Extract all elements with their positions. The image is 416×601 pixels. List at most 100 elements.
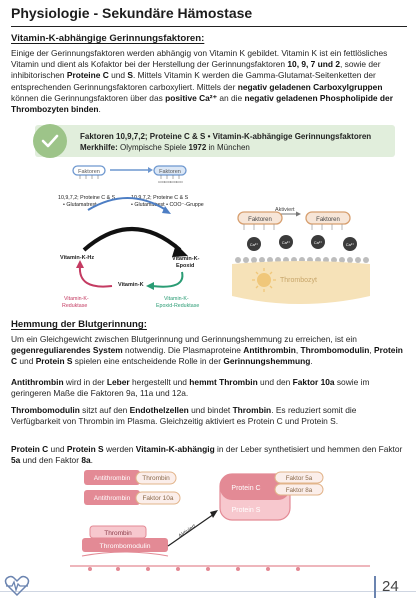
text-run: positive Ca²⁺ [165,92,218,103]
svg-text:Antithrombin: Antithrombin [94,495,131,502]
thrombocyte-label: Thrombozyt [280,277,317,284]
text-run: und den Faktor [20,455,82,466]
paragraph-protein-c-s: Protein C und Protein S werden Vitamin-K… [11,444,404,466]
svg-text:Protein S: Protein S [232,507,261,514]
svg-text:Thrombin: Thrombin [104,530,132,537]
svg-text:COO: COO [170,180,178,184]
svg-text:COO: COO [158,180,166,184]
svg-text:Thrombomodulin: Thrombomodulin [100,543,151,550]
right-label-2: • Glutamatrest • COO⁻-Gruppe [131,202,204,208]
text-run: Antithrombin [11,377,64,387]
svg-text:Faktor 8a: Faktor 8a [286,487,313,494]
text-run: und [48,444,67,454]
vitamin-k-epoxid-label: Vitamin-K- [172,256,200,262]
vitamin-k-hz-label: Vitamin-K-Hz [60,255,94,261]
green-arrow [151,271,184,288]
inhibitors-diagram: Antithrombin Thrombin Antithrombin Fakto… [70,470,370,571]
sun-icon [252,268,276,292]
text-run: hergestellt und [129,377,190,387]
svg-text:Protein C: Protein C [231,485,260,492]
text-run: . Es reduziert somit die Verfügbarkeit v… [11,405,357,427]
text-run: negativ geladenen Carboxylgruppen [237,81,383,92]
text-run: und [17,356,36,367]
text-run: 10, 9, 7 und 2 [287,59,340,70]
heartbeat-icon [4,575,30,597]
red-arrow [78,265,113,288]
text-run: und den [257,377,293,387]
text-run: notwendig. Die Plasmaproteine [122,345,244,356]
page-title: Physiologie - Sekundäre Hämostase [11,5,407,27]
mnemonic-box [35,125,395,157]
svg-text:Epoxid-Reduktase: Epoxid-Reduktase [156,303,199,309]
svg-text:Ca²⁺: Ca²⁺ [282,240,291,245]
activation-arrow [167,513,215,547]
text-run: Thrombomodulin [300,345,370,356]
section-heading-vitamin-k: Vitamin-K-abhängige Gerinnungsfaktoren: [11,33,205,44]
svg-text:Faktor 5a: Faktor 5a [286,475,313,482]
black-arc-arrow [82,227,182,252]
epoxid-reductase-label: Vitamin-K- [164,296,189,302]
text-run: Endothelzellen [129,405,189,415]
text-run: negativ geladenen Phospholipide der Thro… [11,92,393,115]
text-run: Antithrombin [243,345,296,356]
antithrombin-faktor10a-complex: Antithrombin Faktor 10a [84,490,181,505]
svg-text:Thrombin: Thrombin [142,475,170,482]
text-run: . [90,455,93,466]
text-run: S [127,70,133,81]
text-run: sowie im geringeren Maße die Faktoren 9a… [11,377,370,399]
text-run: Proteine C [66,70,109,81]
section-heading-inhibition: Hemmung der Blutgerinnung: [11,319,147,330]
factor-right-shape: Faktoren [305,211,351,225]
svg-text:Reduktase: Reduktase [62,303,87,309]
text-run: Protein C [11,444,49,454]
text-run: Protein S [35,356,73,367]
svg-text:COO: COO [176,180,184,184]
right-label: 10,9,7,2; Proteine C & S [131,195,189,201]
text-run: 8a [81,455,91,466]
factor-precursor: Faktoren [72,165,106,179]
text-run: Leber [106,377,130,387]
left-label-2: • Glutamatrest [63,202,97,208]
calcium-ions: Ca²⁺ Ca²⁺ Ca²⁺ Ca²⁺ [247,235,357,251]
text-run: spielen eine entscheidende Rolle in der [72,356,224,367]
text-run: Vitamin-K-abhängig [135,444,215,454]
text-run: wird in der [63,377,107,387]
blue-arc-arrow [87,197,167,211]
checkmark-icon [33,124,67,158]
antithrombin-thrombin-complex: Antithrombin Thrombin [84,470,177,485]
text-run: an die [217,92,245,103]
footer-accent-bar [374,576,376,598]
paragraph-antithrombin: Antithrombin wird in der Leber hergestel… [11,377,404,399]
paragraph-balance: Um ein Gleichgewicht zwischen Blutgerinn… [11,334,404,368]
text-run: , sowie der inhibitorischen [11,59,381,81]
svg-text:Faktoren: Faktoren [248,217,272,223]
svg-text:Ca²⁺: Ca²⁺ [250,242,259,247]
svg-text:Ca²⁺: Ca²⁺ [314,240,323,245]
factor-left-shape: Faktoren [237,211,283,225]
svg-text:Faktoren: Faktoren [316,217,340,223]
thrombocyte-shape [232,261,370,304]
text-run: werden [103,444,136,454]
svg-text:COO: COO [164,180,172,184]
text-run: können die Gerinnungsfaktoren über das [11,92,166,103]
thrombomodulin-block: Thrombin Thrombomodulin [81,525,169,557]
mnemonic-hint: Merkhilfe: Olympische Spiele 1972 in Mün… [80,143,250,152]
text-run: Thrombin [232,405,272,415]
text-run: . [98,104,101,115]
text-run: in der Leber synthetisiert und hemmen de… [214,444,403,454]
phospholipid-layer [235,257,369,263]
protein-c-s-block: Protein C Protein S Faktor 5a Faktor 8a [219,471,324,521]
text-run: Protein C [11,345,403,367]
text-run: Gerinnungshemmung [223,356,311,367]
text-run: Thrombomodulin [11,405,80,415]
svg-text:Faktoren: Faktoren [78,169,100,175]
text-run: Einige der Gerinnungsfaktoren werden abh… [11,48,388,70]
text-run: . [310,356,313,367]
paragraph-vitamin-k: Einige der Gerinnungsfaktoren werden abh… [11,48,404,115]
svg-text:Faktoren: Faktoren [159,169,181,175]
text-run: Faktor 10a [292,377,335,387]
paragraph-thrombomodulin: Thrombomodulin sitzt auf den Endothelzel… [11,405,404,427]
text-run: , [369,345,375,356]
